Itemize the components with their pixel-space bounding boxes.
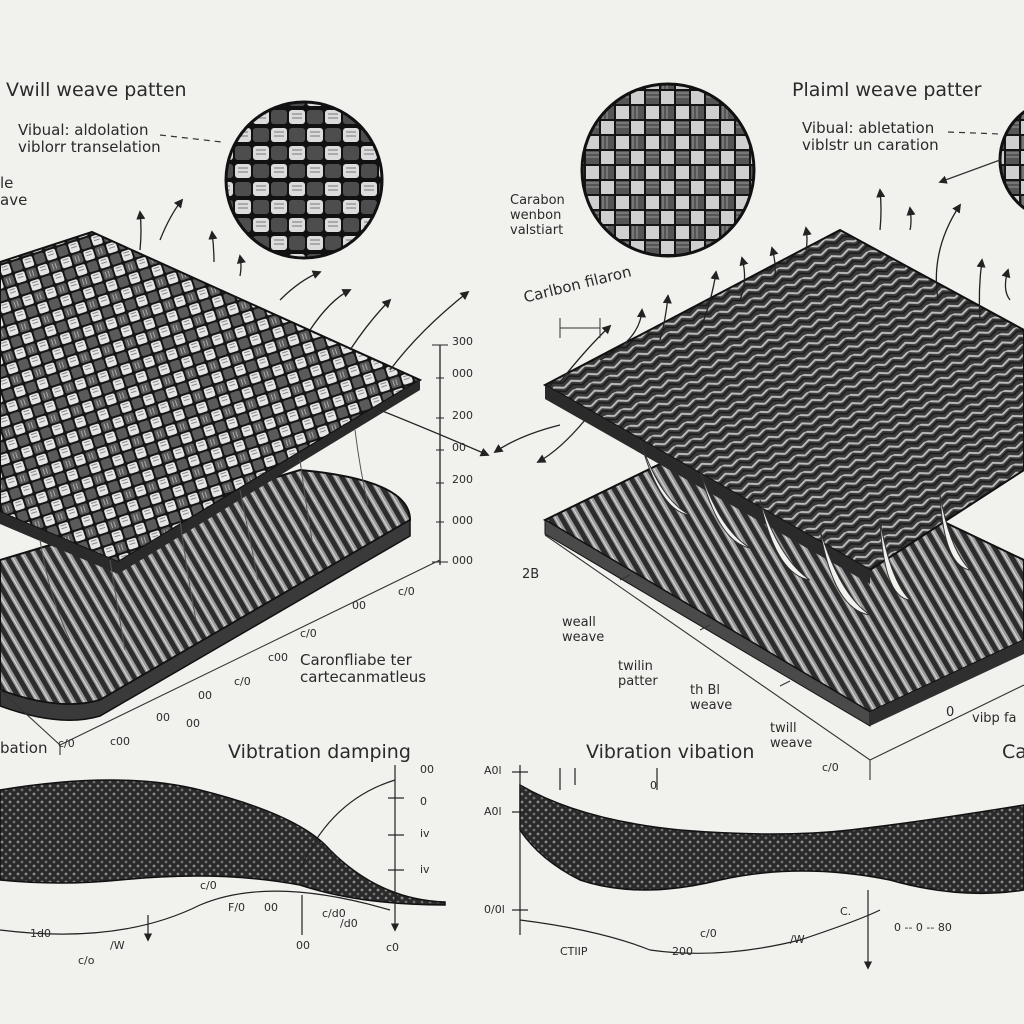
right-axis xyxy=(544,534,1024,780)
right-wave-axis-1: c/0 xyxy=(700,927,717,940)
left-wave-tick-1: 0 xyxy=(420,795,427,808)
right-wave-tick-0: A0l xyxy=(484,764,502,777)
left-scale-tick-0: 300 xyxy=(452,335,473,348)
left-axis-tick-7: 00 xyxy=(156,711,170,724)
left-wave-axis-5: 1d0 xyxy=(30,927,51,940)
right-carbon-line1: Carabon xyxy=(510,193,565,208)
left-weave-zoom xyxy=(224,100,384,260)
right-twill-label: twilin patter xyxy=(618,659,658,690)
right-wave-tick-1: A0l xyxy=(484,805,502,818)
right-wave-tick-2: 0/0l xyxy=(484,903,505,916)
left-damping-wave xyxy=(0,779,446,906)
left-wave-axis-1: F/0 xyxy=(228,901,246,914)
left-axis-tick-9: c/0 xyxy=(58,737,75,750)
right-wave-tick-3: 0 xyxy=(650,779,657,792)
left-wave-axis-3: c/d0 xyxy=(322,907,346,920)
right-note-line2: viblstr un caration xyxy=(802,136,939,155)
left-axis-tick-1: 00 xyxy=(352,599,366,612)
right-twill2-label: th Bl weave xyxy=(690,683,733,714)
left-wave-tick-3: iv xyxy=(420,863,430,876)
left-axis-tick-3: c00 xyxy=(268,651,289,664)
right-twill3-line2: weave xyxy=(770,735,813,751)
left-scale xyxy=(432,344,448,565)
left-wave-axis-0: c/0 xyxy=(200,879,217,892)
left-edge-label: le ave xyxy=(0,174,28,210)
right-weave1-line2: weave xyxy=(562,629,605,645)
left-axis xyxy=(0,559,441,755)
left-scale-tick-5: 000 xyxy=(452,514,473,527)
right-twill3-label: twill weave xyxy=(770,721,813,752)
right-twill2-line1: th Bl xyxy=(690,683,720,698)
right-note-line1: Vibual: abletation xyxy=(802,119,935,137)
right-axis-tick-2: c/0 xyxy=(822,761,839,774)
right-edge-label-2: vibp fa xyxy=(972,711,1017,726)
right-twill-line1: twilin xyxy=(618,659,653,674)
right-axis-tick-1: 0 xyxy=(946,705,955,720)
right-plain-diagram xyxy=(493,82,1024,970)
right-weave1-line1: weall xyxy=(562,615,596,630)
left-axis-tick-2: c/0 xyxy=(300,627,317,640)
right-wave-axis-3: C. xyxy=(840,905,852,918)
left-wave-tick-2: iv xyxy=(420,827,430,840)
left-axis-tick-10: bation xyxy=(0,739,48,757)
right-weave1-label: weall weave xyxy=(562,615,605,646)
left-edge-line2: ave xyxy=(0,191,28,210)
right-vibration-wave xyxy=(519,783,1024,895)
left-scale-tick-4: 200 xyxy=(452,473,473,486)
right-carbon-label: Carabon wenbon valstiart xyxy=(510,193,565,239)
right-section-label: Vibration vibation xyxy=(586,741,755,763)
left-wave-axis-2: 00 xyxy=(264,901,278,914)
left-axis-tick-4: c/0 xyxy=(234,675,251,688)
left-twill-diagram xyxy=(0,100,490,942)
left-axis-tick-0: c/0 xyxy=(398,585,415,598)
right-vibration-arrows xyxy=(493,188,1011,463)
left-wave-axis-9: c0 xyxy=(386,941,400,954)
right-wave-axis-0: CTIIP xyxy=(560,945,588,958)
left-vibration-arrows xyxy=(136,198,490,457)
right-twill-line2: patter xyxy=(618,673,658,689)
right-weave-zoom xyxy=(580,82,756,258)
left-wave-axis-7: /W xyxy=(110,939,125,952)
left-note-line2: viblorr transelation xyxy=(18,138,161,157)
right-wave-axis-2: 200 xyxy=(672,945,693,958)
left-note-line1: Vibual: aldolation xyxy=(18,121,149,139)
left-edge-line1: le xyxy=(0,174,14,192)
left-scale-tick-1: 000 xyxy=(452,367,473,380)
right-twill3-line1: twill xyxy=(770,721,797,736)
left-wave-tick-0: 00 xyxy=(420,763,434,776)
right-twill2-line2: weave xyxy=(690,697,733,713)
right-filaments xyxy=(639,439,972,616)
left-bottom-line1: Caronfliabe ter xyxy=(300,651,412,669)
left-scale-tick-3: 00 xyxy=(452,441,466,454)
left-wave-axis-6: c/o xyxy=(78,954,95,967)
right-carbon-line2: wenbon xyxy=(510,207,562,223)
left-twill-sheet xyxy=(0,230,423,564)
left-scale-tick-6: 000 xyxy=(452,554,473,567)
left-axis-tick-5: 00 xyxy=(198,689,212,702)
left-bottom-label: Caronfliabe ter cartecanmatleus xyxy=(300,651,427,687)
left-wave-axis xyxy=(0,765,404,942)
left-wave-axis-8: 00 xyxy=(296,939,310,952)
left-wave-axis-4: /d0 xyxy=(340,917,358,930)
right-wave-axis-5: /W xyxy=(790,933,805,946)
right-note: Vibual: abletation viblstr un caration xyxy=(802,119,939,155)
right-wave-axis xyxy=(512,765,881,970)
left-bottom-line2: cartecanmatleus xyxy=(300,668,427,687)
left-scale-tick-2: 200 xyxy=(452,409,473,422)
left-section-label: Vibtration damping xyxy=(228,741,411,763)
right-carbon-line3: valstiart xyxy=(510,222,564,238)
left-title: Vwill weave patten xyxy=(6,79,187,101)
right-axis-tick-0: 2B xyxy=(522,567,540,582)
left-filaments xyxy=(39,429,369,651)
left-axis-tick-6: 00 xyxy=(186,717,200,730)
right-wave-axis-4: 0 -- 0 -- 80 xyxy=(894,921,952,934)
left-note: Vibual: aldolation viblorr transelation xyxy=(18,121,161,157)
right-title: Plaiml weave patter xyxy=(792,79,982,101)
right-edge-label: Ca xyxy=(1002,741,1024,763)
left-axis-tick-8: c00 xyxy=(110,735,131,748)
right-edge-zoom xyxy=(998,100,1024,220)
